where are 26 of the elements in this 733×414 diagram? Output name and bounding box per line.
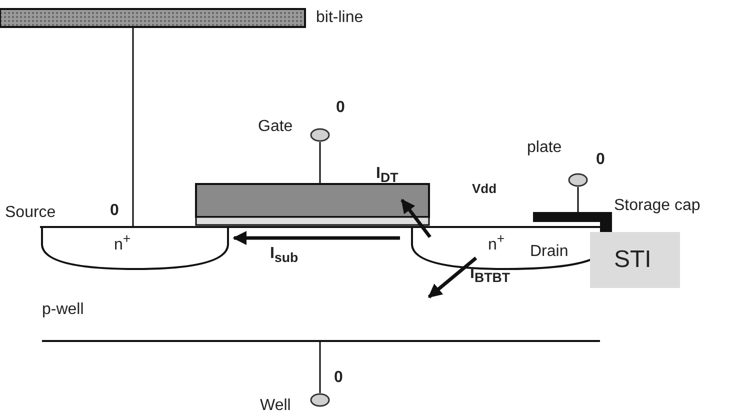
current-arrow xyxy=(400,198,432,238)
voltage-value: 0 xyxy=(110,203,119,219)
connector-line xyxy=(319,142,321,183)
edge-label: I$_{DT}$ xyxy=(376,166,398,185)
storage-cap-label: Storage cap xyxy=(614,198,700,214)
region-label: n$^{+}$ xyxy=(488,232,505,254)
region-label: n$^{+}$ xyxy=(114,232,131,254)
terminal-label: plate xyxy=(527,140,562,156)
edge-label: I$_{sub}$ xyxy=(270,246,298,265)
sti-label: STI xyxy=(614,248,652,272)
terminal-label: Source xyxy=(5,205,56,221)
terminal-label: Gate xyxy=(258,119,293,135)
terminal-label: Well xyxy=(260,398,291,414)
bit-line-label: bit-line xyxy=(316,10,364,26)
current-arrow xyxy=(428,256,478,298)
voltage-label: Vdd xyxy=(472,182,497,195)
connector-line xyxy=(319,341,321,393)
voltage-value: 0 xyxy=(336,100,345,116)
connector-line xyxy=(577,187,579,212)
connector-line xyxy=(132,27,134,227)
current-arrow xyxy=(232,231,400,245)
voltage-value: 0 xyxy=(334,370,343,386)
p-well-label: p-well xyxy=(42,302,84,318)
edge-label: I$_{BTBT}$ xyxy=(470,266,510,285)
voltage-value: 0 xyxy=(596,152,605,168)
region-label: Drain xyxy=(530,244,568,260)
